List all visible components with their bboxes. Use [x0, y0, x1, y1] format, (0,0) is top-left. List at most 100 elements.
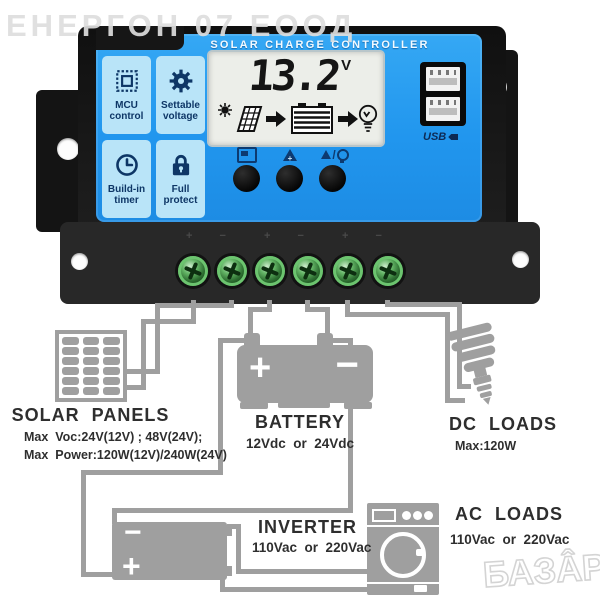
lcd-voltage-value: 13.2	[246, 51, 341, 100]
seller-watermark: ЕНЕРГОН 07 ЕООД	[6, 8, 357, 43]
usb-port-icon	[426, 67, 460, 91]
battery-icon: + −	[237, 345, 373, 403]
terminal-marking: + −	[342, 230, 394, 242]
wire-segment	[141, 319, 146, 390]
terminal-marking: + −	[186, 230, 238, 242]
feature-badge-mcu: MCU control	[102, 56, 151, 134]
wire-segment	[267, 300, 272, 312]
gear-icon	[168, 68, 194, 99]
battery-post-positive	[244, 333, 260, 346]
washer-knob	[424, 511, 433, 520]
clock-icon	[114, 152, 140, 183]
wire-segment	[81, 470, 86, 577]
screw-terminal	[333, 256, 363, 286]
inverter-plus-sign: +	[122, 548, 141, 584]
wire-segment	[325, 307, 330, 339]
wire-segment	[141, 319, 196, 324]
inverter-title: INVERTER	[258, 517, 358, 537]
slash-glyph: /	[332, 147, 336, 162]
wire-segment	[124, 369, 160, 374]
battery-spec1: 12Vdc or 24Vdc	[245, 436, 355, 451]
wire-segment	[112, 508, 353, 513]
solar-panel-lcd-icon	[236, 106, 263, 132]
usb-port-icon	[426, 97, 460, 121]
screw-terminal	[293, 256, 323, 286]
mounting-hole	[57, 138, 79, 160]
up-button	[276, 165, 303, 192]
washing-machine-icon	[367, 503, 439, 595]
wire-segment	[457, 384, 471, 389]
washer-knob	[413, 511, 422, 520]
feature-label: Full protect	[163, 183, 198, 206]
wire-segment	[445, 398, 465, 403]
inverter-minus-sign: −	[124, 516, 142, 549]
dc-loads-title: DC LOADS	[449, 414, 557, 434]
wire-segment	[191, 300, 196, 324]
wire-segment	[445, 312, 450, 403]
battery-minus-sign: −	[335, 343, 359, 387]
inverter-terminal-lug	[226, 566, 232, 576]
mounting-hole	[512, 251, 529, 268]
sun-icon	[218, 103, 232, 117]
screw-terminal	[178, 256, 208, 286]
chip-icon	[114, 68, 140, 99]
down-light-button	[319, 165, 346, 192]
arrow-icon	[338, 111, 358, 127]
display-icon	[237, 146, 257, 163]
feature-badge-voltage: Settable voltage	[156, 56, 205, 134]
wire-segment	[385, 302, 462, 307]
ac-loads-spec1: 110Vac or 220Vac	[450, 532, 570, 547]
solar-panel-icon	[55, 330, 127, 402]
washer-door-handle	[416, 549, 425, 556]
battery-plus-sign: +	[249, 347, 272, 389]
wire-segment	[218, 338, 223, 475]
inverter-icon: − +	[112, 518, 232, 584]
up-button-icon: +	[273, 146, 307, 163]
wire-segment	[124, 385, 146, 390]
wire-segment	[345, 300, 350, 317]
battery-title: BATTERY	[255, 412, 345, 432]
mounting-hole	[71, 253, 88, 270]
wire-segment	[227, 524, 241, 529]
bulb-lcd-icon	[358, 104, 378, 132]
feature-label: Settable voltage	[161, 99, 200, 122]
wire-segment	[323, 338, 353, 343]
wire-segment	[236, 524, 241, 574]
wire-segment	[305, 307, 330, 312]
wire-segment	[248, 307, 272, 312]
wire-segment	[81, 470, 223, 475]
wire-segment	[236, 569, 369, 574]
lcd-display: 13.2 V	[207, 50, 385, 147]
arrow-icon	[266, 111, 286, 127]
lcd-flow-icons	[218, 103, 378, 134]
screw-terminal	[255, 256, 285, 286]
ac-loads-title: AC LOADS	[455, 504, 563, 524]
screw-terminal	[217, 256, 247, 286]
menu-button	[233, 165, 260, 192]
lock-icon	[168, 152, 194, 183]
lcd-voltage-unit: V	[341, 57, 352, 74]
triangle-up-icon: +	[283, 148, 297, 163]
wire-segment	[155, 303, 234, 308]
battery-post-negative	[317, 333, 333, 346]
solar-panels-spec1: Max Voc:24V(12V) ; 48V(24V);	[24, 430, 203, 444]
cfl-bulb-icon	[446, 322, 496, 405]
terminal-marking: + −	[264, 230, 316, 242]
battery-foot	[278, 402, 330, 408]
wire-segment	[345, 312, 450, 317]
controller-title: SOLAR CHARGE CONTROLLER	[210, 39, 430, 51]
wire-segment	[218, 338, 252, 343]
solar-panels-title: SOLAR PANELS	[11, 405, 170, 425]
washer-panel-line	[367, 525, 439, 527]
battery-foot	[240, 402, 268, 409]
usb-logo: USB	[423, 131, 459, 143]
wire-segment	[81, 572, 115, 577]
usb-plug-icon	[448, 134, 459, 140]
usb-ports	[420, 62, 466, 126]
battery-lcd-icon	[291, 103, 333, 134]
wire-segment	[155, 303, 160, 374]
washer-kick-line	[367, 582, 439, 584]
wire-segment	[220, 587, 369, 592]
dc-loads-spec1: Max:120W	[455, 439, 517, 453]
